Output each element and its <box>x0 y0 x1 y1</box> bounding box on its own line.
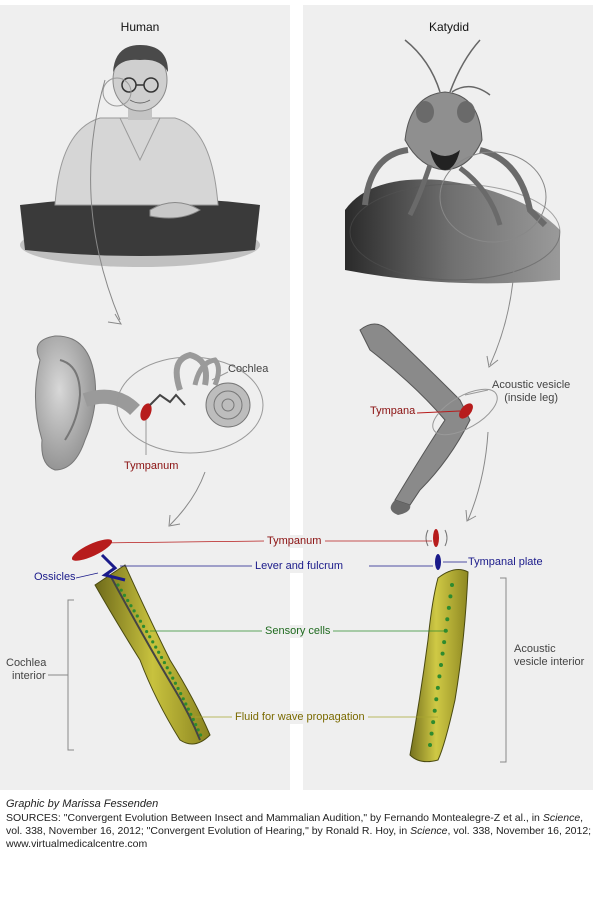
sensory-cell-dot <box>450 583 454 587</box>
sensory-cell-dot <box>198 733 203 737</box>
cochlea-sensory-dots <box>116 583 203 737</box>
sensory-cell-dot <box>431 720 436 725</box>
label-tympanal-plate: Tympanal plate <box>468 556 543 568</box>
sensory-cell-dot <box>440 651 445 656</box>
human-ear <box>35 335 264 471</box>
sensory-cell-dot <box>129 604 133 608</box>
sensory-cell-dot <box>119 588 123 592</box>
label-tympanum-human: Tympanum <box>124 460 179 472</box>
sensory-cell-dot <box>159 655 164 660</box>
katydid-figure <box>345 39 561 284</box>
sensory-cell-dot <box>171 676 175 680</box>
sensory-cell-dot <box>168 671 172 675</box>
sensory-cell-dot <box>141 624 146 628</box>
label-cochlea-interior-line2: interior <box>12 670 46 682</box>
sensory-cell-dot <box>184 702 188 706</box>
vesicle-tube <box>409 529 469 763</box>
sensory-cell-dot <box>154 645 158 649</box>
sensory-cell-dot <box>138 619 143 623</box>
label-acoustic-vesicle-line2: (inside leg) <box>504 392 559 404</box>
sources-text-2: , vol. 338, November 16, 2012; "Converge… <box>6 812 584 837</box>
cochlea-bracket <box>67 599 74 751</box>
sensory-cell-dot <box>116 583 120 587</box>
label-vesicle-interior-line2: vesicle interior <box>514 656 585 668</box>
sources-text-1: SOURCES: "Convergent Evolution Between I… <box>6 812 543 824</box>
label-acoustic-vesicle: Acoustic vesicle (inside leg) <box>492 379 570 405</box>
sensory-cell-dot <box>435 685 440 690</box>
label-lever-fulcrum: Lever and fulcrum <box>252 560 347 573</box>
sensory-cell-dot <box>122 593 127 597</box>
katydid-column-title: Katydid <box>428 20 470 34</box>
label-cochlea-interior: Cochlea interior <box>6 657 46 683</box>
label-sensory-cells: Sensory cells <box>262 625 334 638</box>
sources-journal-2: Science <box>410 825 448 837</box>
sensory-cell-dot <box>162 660 167 665</box>
label-vesicle-interior-line1: Acoustic <box>514 643 556 655</box>
sensory-cell-dot <box>148 635 152 639</box>
sensory-cell-dot <box>429 731 434 736</box>
sensory-cell-dot <box>173 681 178 685</box>
label-fluid: Fluid for wave propagation <box>232 711 368 724</box>
sensory-cell-dot <box>132 609 136 613</box>
sensory-cell-dot <box>434 697 439 702</box>
graphic-credit: Graphic by Marissa Fessenden <box>6 798 159 810</box>
katydid-leg <box>359 323 498 515</box>
human-figure <box>20 45 260 267</box>
sensory-cell-dot <box>186 707 190 711</box>
sensory-cell-dot <box>445 617 450 622</box>
sensory-cell-dot <box>157 650 161 654</box>
sensory-cell-dot <box>442 640 447 645</box>
sources-text-3: , vol. 338, November 16, 2012; www.virtu… <box>6 825 592 850</box>
sensory-cell-dot <box>428 743 432 747</box>
sensory-cell-dot <box>151 640 155 644</box>
sensory-cell-dot <box>176 686 180 691</box>
label-acoustic-vesicle-line1: Acoustic vesicle <box>492 379 571 391</box>
sensory-cell-dot <box>191 717 195 722</box>
label-cochlea-interior-line1: Cochlea <box>6 657 47 669</box>
label-vesicle-interior: Acoustic vesicle interior <box>514 643 584 669</box>
sensory-cell-dot <box>194 723 198 727</box>
sources-journal-1: Science <box>542 812 581 824</box>
label-tympanum-center: Tympanum <box>264 535 325 548</box>
sensory-cell-dot <box>432 708 437 713</box>
sensory-cell-dot <box>135 614 139 618</box>
human-column-title: Human <box>120 20 160 34</box>
sensory-cell-dot <box>181 697 185 701</box>
sensory-cell-dot <box>126 598 130 603</box>
label-tympana: Tympana <box>370 405 416 417</box>
label-cochlea: Cochlea <box>228 363 269 375</box>
sensory-cell-dot <box>145 629 149 634</box>
cochlea-tube <box>71 539 211 745</box>
human-to-ear-arrow <box>90 79 121 321</box>
sensory-cell-dot <box>437 674 442 679</box>
vesicle-bracket <box>500 577 507 763</box>
sensory-cell-dot <box>196 728 200 732</box>
tympanum-leader-left <box>96 540 266 544</box>
sensory-cell-dot <box>446 605 451 610</box>
sensory-cell-dot <box>179 692 183 696</box>
sensory-cell-dot <box>448 594 453 599</box>
diagram-artwork <box>20 39 561 763</box>
sources-citation: SOURCES: "Convergent Evolution Between I… <box>6 812 596 851</box>
sensory-cell-dot <box>165 666 169 670</box>
label-ossicles: Ossicles <box>34 571 76 583</box>
sensory-cell-dot <box>439 663 443 667</box>
katydid-to-leg-arrow <box>489 244 516 366</box>
sensory-cell-dot <box>189 712 193 716</box>
